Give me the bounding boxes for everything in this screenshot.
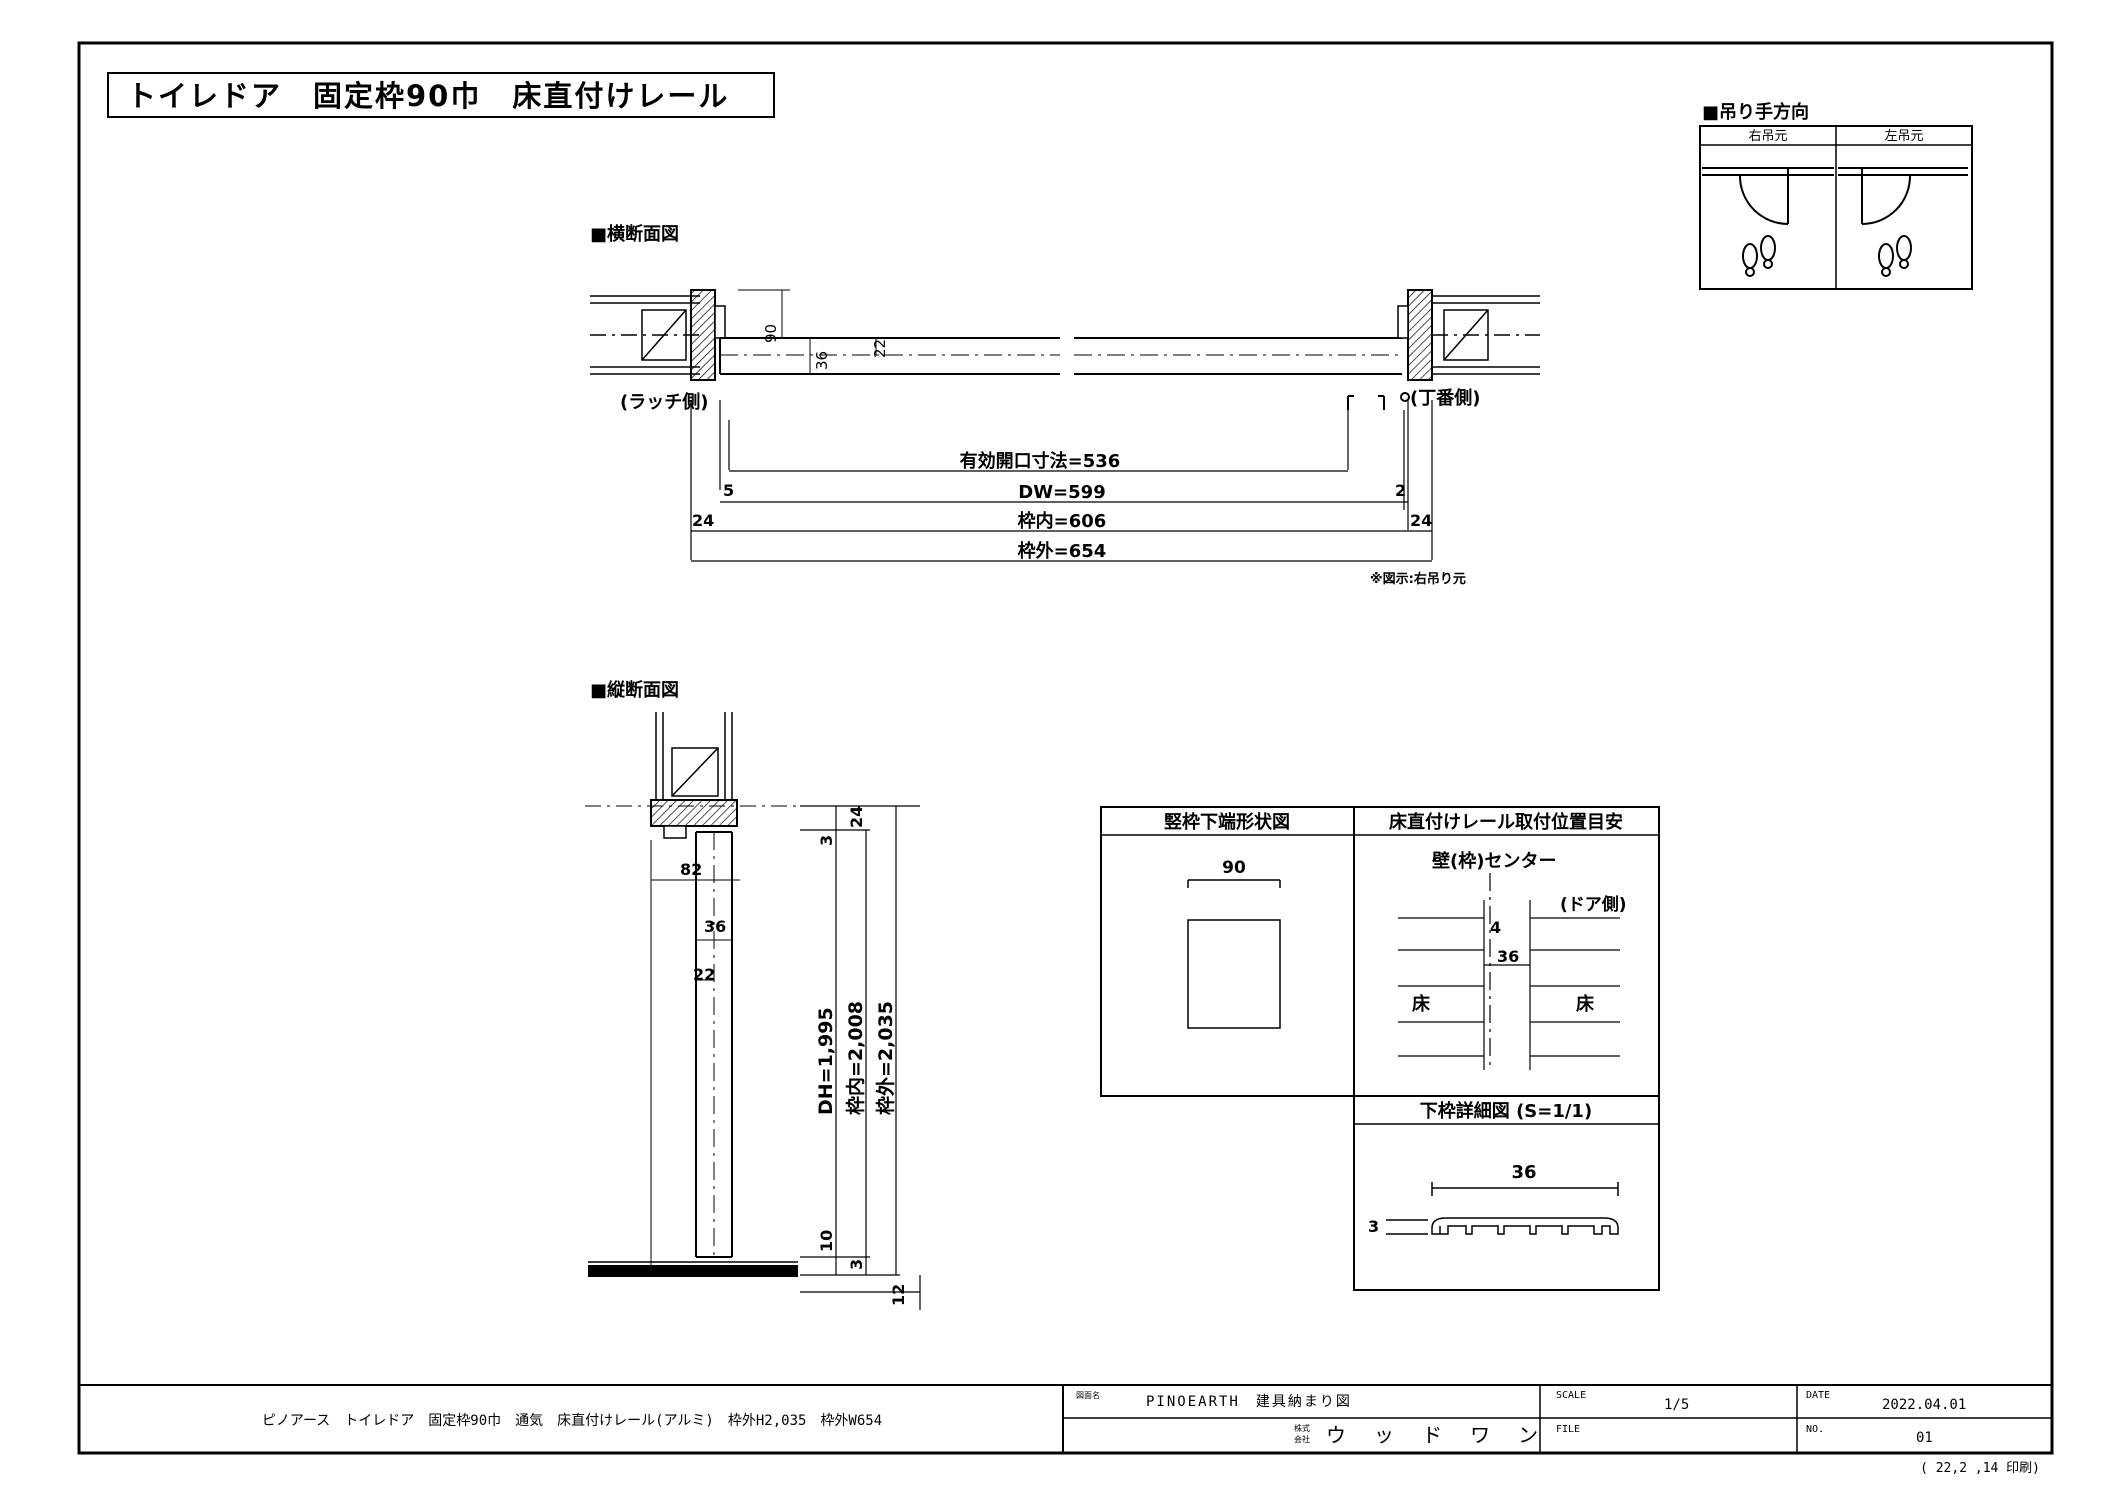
jamb-bottom-title: 竪枠下端形状図 [1164,811,1290,833]
rail-position-title: 床直付けレール取付位置目安 [1389,811,1623,833]
right-hung-door-symbol [1702,167,1834,277]
dim-24-right: 24 [1410,511,1432,530]
plan-right-jamb [1407,289,1433,381]
file-label: FILE [1556,1424,1580,1435]
section-door-leaf [695,831,733,1258]
plan-heading: ■横断面図 [590,223,679,245]
floor-right-label: 床 [1576,993,1595,1015]
plan-dim-36: 36 [813,351,831,370]
no-value: 01 [1916,1430,1933,1446]
section-dim-12: 12 [889,1284,908,1306]
section-heading: ■縦断面図 [590,679,679,701]
date-value: 2022.04.01 [1882,1397,1966,1413]
latch-side-label: (ラッチ側) [620,391,708,413]
plan-left-wall [590,295,700,375]
section-dimension-lines [800,805,921,1310]
hanging-heading: ■吊り手方向 [1702,101,1809,123]
plan-right-wall [1432,295,1540,375]
plan-door-leaf [719,337,1402,375]
dw-dim: DW=599 [1018,482,1105,503]
frame-inner-dim: 枠内=606 [1018,510,1107,532]
dim-24-left: 24 [692,511,714,530]
jamb-bottom-shape [1187,879,1281,1029]
effective-opening-dim: 有効開口寸法=536 [960,450,1121,472]
frame-outer-dim: 枠外=654 [1018,540,1107,562]
left-hung-door-symbol [1838,167,1968,277]
hanging-left-label: 左吊元 [1884,129,1923,144]
plan-dimension-lines [690,400,1433,562]
section-frame-outer-dim: 枠外=2,035 [874,1001,897,1115]
section-dim-10: 10 [817,1230,836,1252]
vertical-section: ■縦断面図 82 36 22 [585,679,921,1310]
no-label: NO. [1806,1424,1824,1435]
section-dim-82: 82 [680,860,702,879]
section-dim-22: 22 [693,965,715,984]
drawing-name: PINOEARTH 建具納まり図 [1146,1394,1352,1410]
plan-note: ※図示:右吊り元 [1370,571,1466,587]
section-dim-36: 36 [704,917,726,936]
section-dim-3-bottom: 3 [847,1259,866,1270]
drawing-name-label: 図面名 [1076,1390,1100,1400]
scale-value: 1/5 [1664,1397,1689,1413]
title-box: トイレドア 固定枠90巾 床直付けレール [107,72,775,118]
door-side-label: (ドア側) [1560,894,1627,915]
hanging-direction-panel: ■吊り手方向 右吊元 左吊元 [1699,101,1973,290]
company-name: ウ ッ ド ワ ン [1326,1423,1546,1447]
detail-panels: 竪枠下端形状図 床直付けレール取付位置目安 下枠詳細図 (S=1/1) 90 壁… [1100,806,1660,1291]
section-dim-24: 24 [847,806,866,828]
rail-dim-36: 36 [1497,947,1519,966]
print-stamp: ( 22,2 ,14 印刷) [1920,1461,2040,1476]
hanging-right-label: 右吊元 [1748,129,1787,144]
sheet-border [77,41,2054,1455]
head-jamb [650,799,738,827]
sill-dim-3: 3 [1368,1217,1379,1236]
drawing-title: トイレドア 固定枠90巾 床直付けレール [127,79,729,113]
wall-center-label: 壁(枠)センター [1432,850,1556,872]
rail-dim-4: 4 [1490,918,1501,937]
section-dim-3-top: 3 [817,835,836,846]
plan-dim-90: 90 [762,324,780,343]
plan-section: ■横断面図 [590,223,1540,587]
dh-dim: DH=1,995 [815,1007,837,1115]
sill-detail-title: 下枠詳細図 (S=1/1) [1420,1100,1592,1122]
floor-left-label: 床 [1412,993,1431,1015]
date-label: DATE [1806,1390,1830,1401]
company-label-1: 株式 [1294,1423,1310,1433]
jamb-dim-90: 90 [1222,858,1246,878]
sill-dim-36: 36 [1511,1162,1536,1183]
plan-dim-22: 22 [871,339,889,358]
drawing-description: ピノアース トイレドア 固定枠90巾 通気 床直付けレール(アルミ) 枠外H2,… [262,1412,882,1429]
rail-position-drawing [1398,873,1620,1070]
dim-5: 5 [723,481,734,500]
section-frame-inner-dim: 枠内=2,008 [844,1001,867,1115]
hinge-side-label: (丁番側) [1410,387,1480,409]
company-label-2: 会社 [1294,1434,1310,1444]
title-block: ピノアース トイレドア 固定枠90巾 通気 床直付けレール(アルミ) 枠外H2,… [79,1384,2052,1476]
plan-left-jamb [690,289,716,381]
scale-label: SCALE [1556,1390,1586,1401]
sill-profile-drawing [1386,1182,1619,1235]
floor-hatch [588,1265,798,1277]
dim-2: 2 [1395,481,1406,500]
